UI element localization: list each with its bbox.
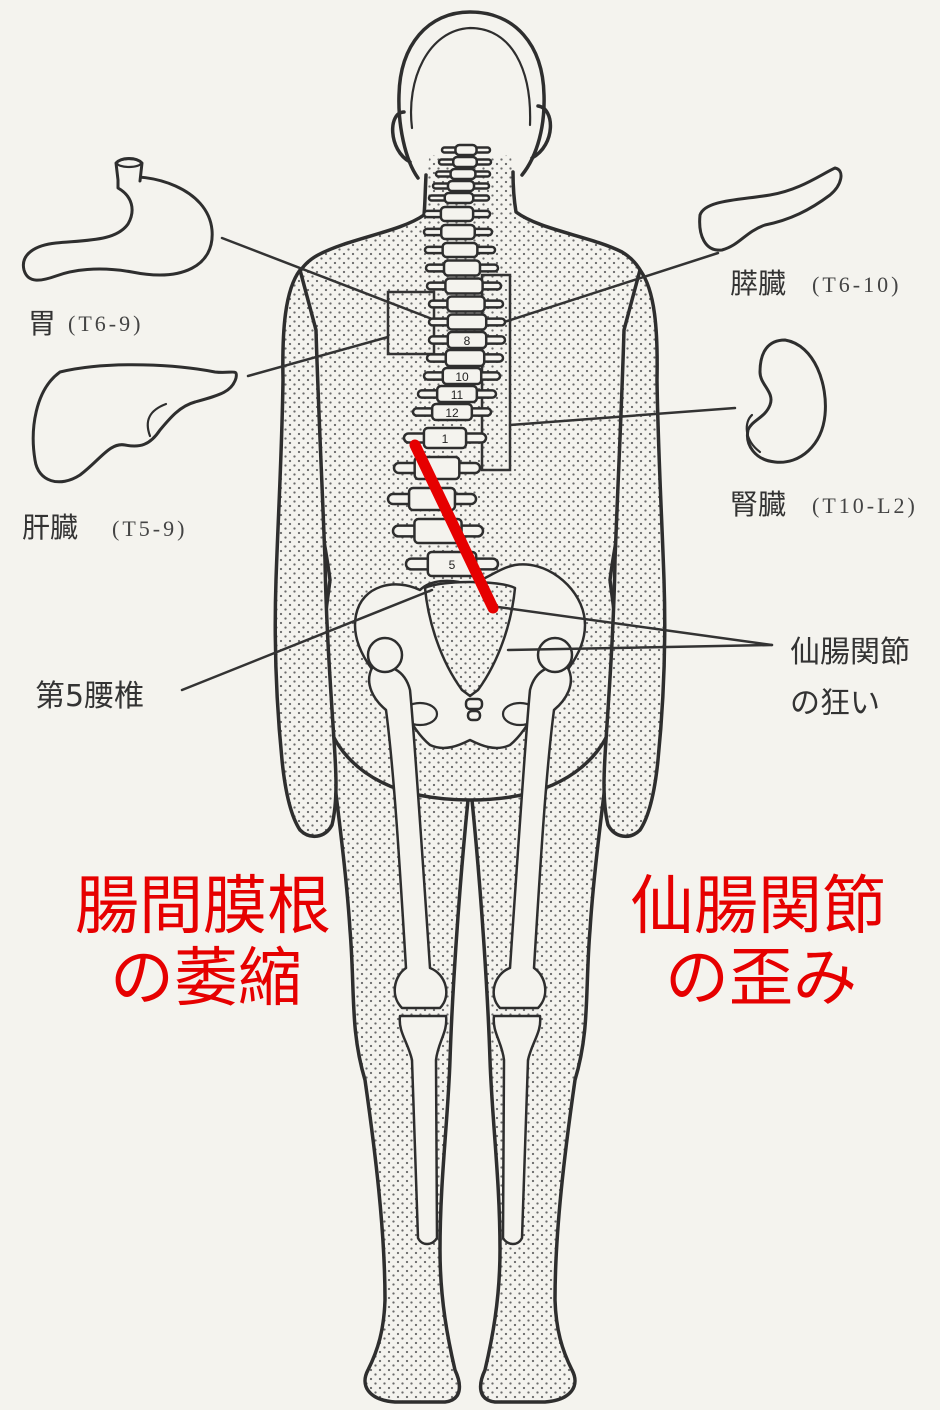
stomach-segments: (T6-9) — [68, 311, 143, 336]
annotation-right-line2: の歪み — [665, 942, 857, 1016]
liver-label: 肝臓 — [22, 511, 78, 544]
kidney-segments: (T10-L2) — [812, 493, 918, 518]
coccyx-segment — [468, 711, 480, 720]
sacroiliac-label-line1: 仙腸関節 — [790, 635, 910, 670]
liver-segments: (T5-9) — [112, 516, 187, 541]
pancreas-segments: (T6-10) — [812, 272, 901, 297]
kidney-label: 腎臓 — [730, 488, 786, 521]
left-femoral-head — [368, 638, 402, 672]
vertebra-body — [441, 225, 474, 239]
annotation-left-line2: の萎縮 — [110, 942, 302, 1016]
vertebra-body — [448, 315, 486, 330]
vertebra-body — [447, 297, 484, 312]
vertebra-body — [448, 181, 474, 191]
vertebra-number-t8: 8 — [464, 334, 471, 348]
right-femoral-head — [538, 638, 572, 672]
pancreas-label: 膵臓 — [730, 267, 786, 300]
stomach-label: 胃 — [28, 307, 56, 340]
esophagus-outline — [116, 159, 142, 182]
vertebra — [439, 157, 491, 167]
vertebra-body — [445, 279, 482, 294]
vertebra-body — [441, 207, 473, 221]
vertebra-number-l1: 1 — [442, 432, 449, 446]
vertebra-number-t12: 12 — [445, 406, 459, 420]
vertebra-body — [446, 350, 484, 366]
vertebra-body — [455, 145, 476, 155]
vertebra-number-t11: 11 — [451, 388, 464, 402]
sacroiliac-label-line2: の狂い — [790, 686, 880, 721]
vertebra — [436, 169, 490, 179]
vertebra — [433, 181, 489, 191]
vertebra-body — [453, 157, 477, 167]
vertebra — [429, 193, 489, 203]
annotation-right-line1: 仙腸関節 — [630, 870, 886, 944]
l5-label: 第5腰椎 — [35, 679, 144, 714]
vertebra-number-l5: 5 — [449, 558, 456, 572]
coccyx-segment — [466, 699, 482, 709]
vertebra-body — [444, 261, 480, 276]
vertebra — [442, 145, 490, 155]
vertebra-body — [445, 193, 474, 203]
annotation-left-line1: 腸間膜根 — [75, 870, 331, 944]
vertebra-body — [451, 169, 476, 179]
vertebra-number-t10: 10 — [455, 370, 469, 384]
vertebra-body — [443, 243, 478, 257]
